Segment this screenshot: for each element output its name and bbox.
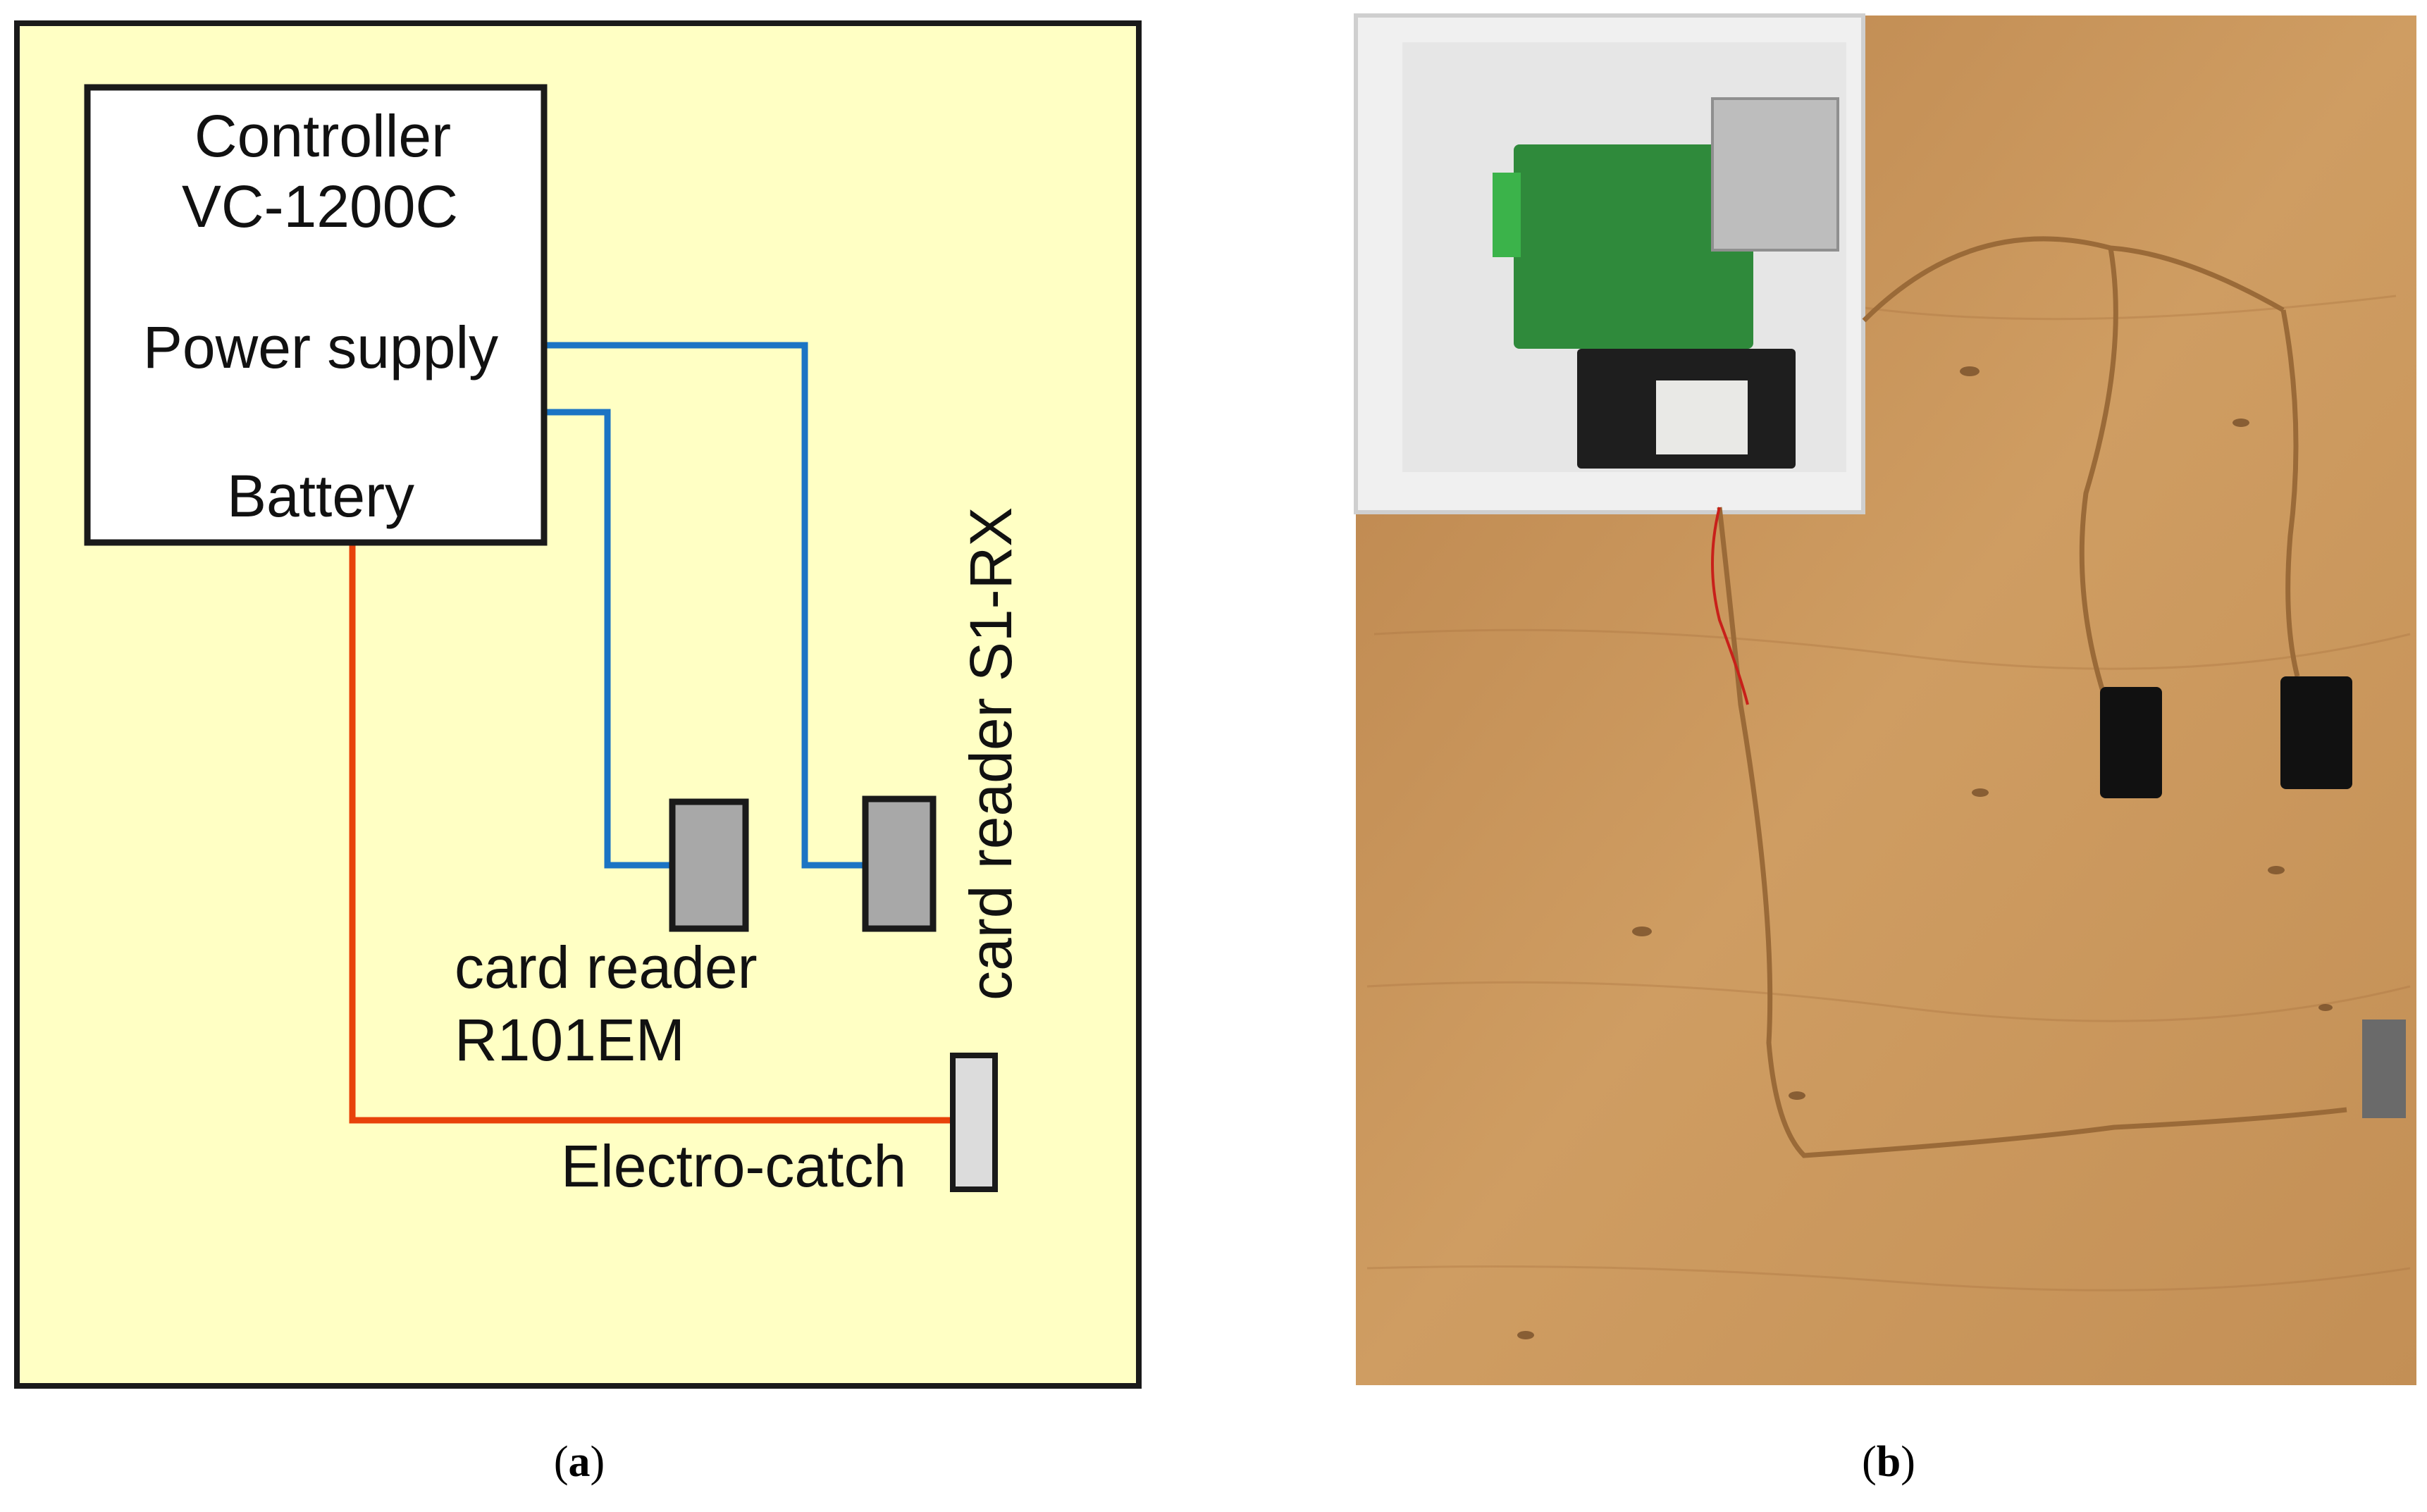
electro-catch-label: Electro-catch <box>561 1133 906 1199</box>
photo-card-reader-right <box>2280 676 2352 789</box>
reader-r101em-label-line1: card reader <box>455 934 758 1000</box>
controller-title: Controller <box>194 103 451 169</box>
power-supply-label: Power supply <box>143 314 498 380</box>
power-wire-reader-s1rx <box>540 342 867 869</box>
power-wire-reader-r101em <box>540 409 673 869</box>
controller-model: VC-1200C <box>182 173 458 240</box>
wood-knots <box>1517 366 2333 1339</box>
battery-wire-electro-catch <box>349 541 955 1124</box>
controller-board <box>1514 144 1753 349</box>
reader-s1rx-label: card reader S1-RX <box>958 507 1024 1000</box>
battery-label: Battery <box>227 463 414 529</box>
battery-sticker <box>1656 380 1748 454</box>
card-reader-s1rx <box>862 795 937 932</box>
caption-b: (b) <box>1862 1438 1915 1486</box>
caption-a: (a) <box>553 1438 605 1486</box>
photo-electro-catch <box>2362 1020 2406 1118</box>
electro-catch <box>950 1053 998 1192</box>
photo-card-reader-left <box>2100 687 2162 798</box>
reader-r101em-label-line2: R101EM <box>455 1007 685 1073</box>
photo-wires <box>1711 236 2347 1158</box>
controller-box <box>84 84 548 546</box>
power-supply-unit <box>1711 97 1839 252</box>
card-reader-r101em <box>669 798 749 932</box>
